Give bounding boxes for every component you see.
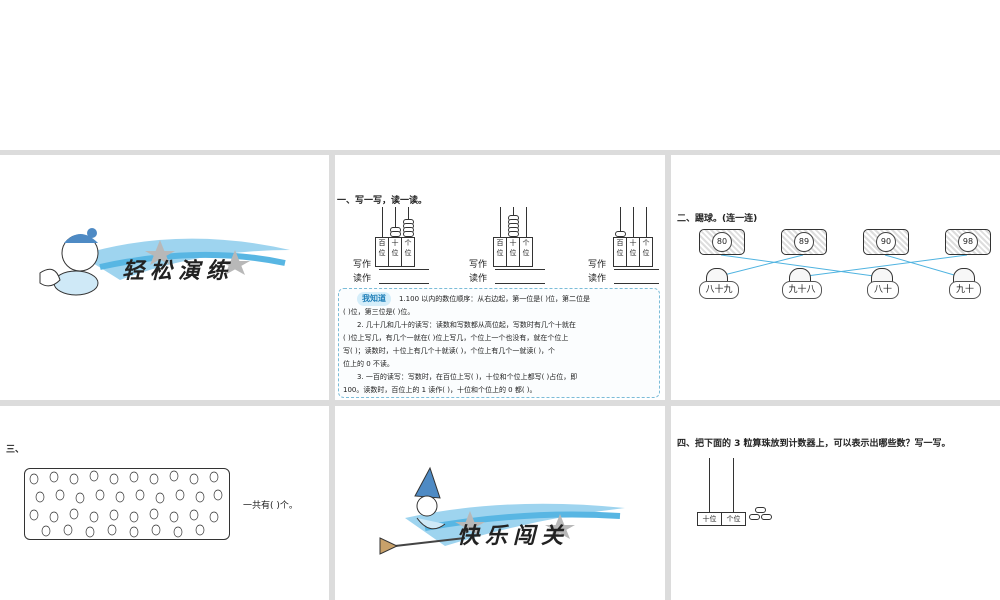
- section-label: 三、: [6, 445, 25, 455]
- know-line-6: 位上的 0 不读。: [343, 360, 394, 368]
- read-label: 读作: [469, 274, 488, 284]
- hundreds-label: 百位: [493, 237, 507, 267]
- abacus-1: 百位 十位 个位: [375, 207, 415, 267]
- bead-icon[interactable]: [755, 507, 766, 513]
- goal-98[interactable]: 98: [945, 229, 991, 255]
- read-answer-line[interactable]: [379, 283, 429, 284]
- know-line-3: 2. 几十几和几十的读写：读数和写数都从高位起，写数时有几个十就在: [357, 321, 576, 329]
- counter-abacus[interactable]: 十位 个位: [697, 458, 746, 526]
- know-line-5: 写( )；读数时，十位上有几个十就读( )，个位上有几个一就读( )，个: [343, 347, 556, 355]
- count-question[interactable]: 一共有( )个。: [243, 501, 298, 511]
- slide-3-panel[interactable]: 二、踢球。(连一连) 80 89 90 98 八十九 九十八 八十 九十: [671, 155, 1000, 400]
- ball-label-89[interactable]: 八十九: [699, 281, 739, 299]
- write-answer-line[interactable]: [495, 269, 545, 270]
- ones-label: 个位: [519, 237, 533, 267]
- slide-5-panel[interactable]: 快乐闯关: [335, 406, 665, 600]
- write-label: 写作: [469, 260, 488, 270]
- bead-icon[interactable]: [749, 514, 760, 520]
- hundreds-label: 百位: [375, 237, 389, 267]
- banner-title: 快乐闯关: [457, 524, 570, 549]
- knowledge-box: 我知道 1.100 以内的数位顺序：从右边起，第一位是( )位，第二位是 ( )…: [338, 288, 660, 398]
- read-answer-line[interactable]: [495, 283, 545, 284]
- write-label: 写作: [588, 260, 607, 270]
- goal-80[interactable]: 80: [699, 229, 745, 255]
- ones-label: 个位: [639, 237, 653, 267]
- girl-banner-illustration: [39, 228, 290, 296]
- slide-4-panel[interactable]: 三、 一共有( )个。: [0, 406, 329, 600]
- balloon-icons: [29, 470, 223, 538]
- read-label: 读作: [588, 274, 607, 284]
- know-line-7: 3. 一百的读写：写数时，在百位上写( )，十位和个位上都写( )占位，即: [357, 373, 578, 381]
- know-line-1: 1.100 以内的数位顺序：从右边起，第一位是( )位，第二位是: [399, 295, 590, 303]
- tens-label: 十位: [697, 512, 722, 526]
- goal-90[interactable]: 90: [863, 229, 909, 255]
- abacus-3: 百位 十位 个位: [613, 207, 653, 267]
- ball-label-80[interactable]: 八十: [867, 281, 899, 299]
- ones-label: 个位: [721, 512, 746, 526]
- section-title: 二、踢球。(连一连): [677, 214, 758, 224]
- ball-label-98[interactable]: 九十八: [782, 281, 822, 299]
- tens-label: 十位: [388, 237, 402, 267]
- write-answer-line[interactable]: [614, 269, 659, 270]
- know-tag: 我知道: [357, 292, 391, 306]
- witch-banner-illustration: [379, 466, 625, 555]
- write-label: 写作: [353, 260, 372, 270]
- balloon-frame: [24, 468, 230, 540]
- know-line-8: 100。读数时，百位上的 1 读作( )，十位和个位上的 0 都( )。: [343, 386, 537, 394]
- slide-6-panel[interactable]: 四、把下面的 3 粒算珠放到计数器上，可以表示出哪些数？写一写。 十位 个位: [671, 406, 1000, 600]
- bead-icon[interactable]: [761, 514, 772, 520]
- hundreds-label: 百位: [613, 237, 627, 267]
- banner-title: 轻松演练: [122, 259, 235, 284]
- ball-label-90[interactable]: 九十: [949, 281, 981, 299]
- slide-1-panel[interactable]: 轻松演练: [0, 155, 329, 400]
- goal-89[interactable]: 89: [781, 229, 827, 255]
- tens-label: 十位: [506, 237, 520, 267]
- know-line-2: ( )位，第三位是( )位。: [343, 308, 415, 316]
- tens-label: 十位: [626, 237, 640, 267]
- know-line-4: ( )位上写几，有几个一就在( )位上写几，个位上一个也没有，就在个位上: [343, 334, 569, 342]
- section-title: 四、把下面的 3 粒算珠放到计数器上，可以表示出哪些数？写一写。: [677, 439, 951, 449]
- section-title: 一、写一写，读一读。: [337, 196, 428, 206]
- read-label: 读作: [353, 274, 372, 284]
- write-answer-line[interactable]: [379, 269, 429, 270]
- read-answer-line[interactable]: [614, 283, 659, 284]
- abacus-2: 百位 十位 个位: [493, 207, 533, 267]
- ones-label: 个位: [401, 237, 415, 267]
- connection-lines: [715, 254, 968, 278]
